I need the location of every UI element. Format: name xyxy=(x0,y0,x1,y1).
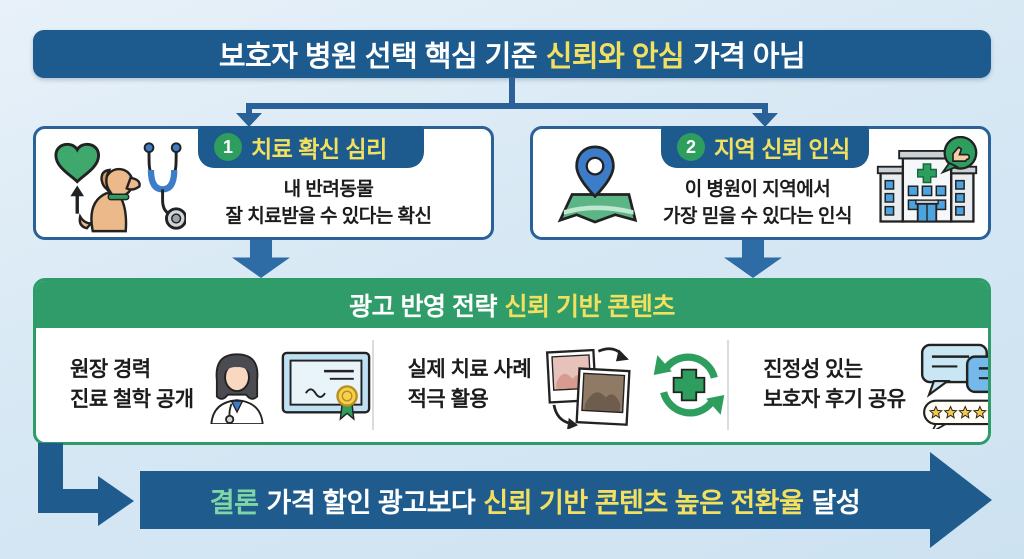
elbow-arrowhead-icon xyxy=(98,476,134,526)
tactic1-label: 원장 경력 진료 철학 공개 xyxy=(70,355,194,416)
conclusion-highlight: 신뢰 기반 콘텐츠 높은 전환율 xyxy=(483,487,804,518)
certificate-icon xyxy=(281,351,370,421)
elbow-connector-horizontal xyxy=(38,489,98,513)
connector-left-arrowhead-icon xyxy=(236,113,262,127)
tactic2-line2: 적극 활용 xyxy=(407,388,489,411)
title-part1: 보호자 병원 선택 핵심 기준 xyxy=(218,41,538,73)
tactic-owner-reviews: 진정성 있는 보호자 후기 공유 xyxy=(729,328,988,442)
column-divider xyxy=(727,340,730,430)
five-star-review-icon xyxy=(922,399,988,429)
factor2-title-pill: 2 지역 신뢰 인식 xyxy=(661,126,869,168)
column-divider xyxy=(371,340,374,430)
connector-right-stub xyxy=(762,103,768,114)
strategy-tactics: 원장 경력 진료 철학 공개 xyxy=(36,328,988,442)
down-arrow-left-icon xyxy=(232,240,290,278)
heart-dog-stethoscope-icon xyxy=(54,142,186,233)
tactic1-line2: 진료 철학 공개 xyxy=(70,388,194,411)
tactic2-line1: 실제 치료 사례 xyxy=(407,357,532,381)
factor2-description: 이 병원이 지역에서 가장 믿을 수 있다는 인식 xyxy=(635,177,880,230)
tactic3-label: 진정성 있는 보호자 후기 공유 xyxy=(763,355,906,416)
treatment-photos-icon xyxy=(546,346,631,429)
factor-box-treatment-confidence: 1 치료 확신 심리 내 반려동물 잘 치료받을 수 있다는 확신 xyxy=(33,126,494,240)
conclusion-part2: 달성 xyxy=(811,487,861,518)
conclusion-label: 결론 xyxy=(209,487,259,518)
connector-left-stub xyxy=(246,103,252,114)
factor-box-local-trust: 2 지역 신뢰 인식 이 병원이 지역에서 가장 믿을 수 있다는 인식 xyxy=(530,126,991,240)
factor1-title-pill: 1 치료 확신 심리 xyxy=(198,126,424,168)
title-banner: 보호자 병원 선택 핵심 기준 신뢰와 안심 가격 아님 xyxy=(33,30,991,78)
strategy-banner: 광고 반영 전략 신뢰 기반 콘텐츠 xyxy=(36,281,988,328)
factor2-number-badge: 2 xyxy=(677,133,705,161)
doctor-icon xyxy=(210,352,264,424)
strategy-highlight: 신뢰 기반 콘텐츠 xyxy=(504,292,676,321)
down-arrow-right-icon xyxy=(724,240,782,278)
connector-stem xyxy=(509,77,515,106)
factor1-title: 치료 확신 심리 xyxy=(251,136,387,162)
hospital-thumbs-up-icon xyxy=(876,136,978,223)
tactic3-line2: 보호자 후기 공유 xyxy=(763,388,906,411)
map-pin-icon xyxy=(557,145,638,224)
tactic2-label: 실제 치료 사례 적극 활용 xyxy=(408,355,532,416)
strategy-box: 광고 반영 전략 신뢰 기반 콘텐츠 원장 경력 진료 철학 공개 xyxy=(33,278,991,445)
conclusion-part1: 가격 할인 광고보다 xyxy=(266,487,476,518)
factor1-number-badge: 1 xyxy=(214,133,242,161)
tactic-director-credentials: 원장 경력 진료 철학 공개 xyxy=(36,328,372,442)
chat-bubble-blue-icon xyxy=(965,355,988,394)
factor1-description: 내 반려동물 잘 치료받을 수 있다는 확신 xyxy=(166,177,491,230)
chat-bubbles-icon xyxy=(920,343,988,429)
connector-right-arrowhead-icon xyxy=(752,113,778,127)
tactic1-line1: 원장 경력 xyxy=(70,357,151,381)
medical-recycle-icon xyxy=(653,353,725,417)
connector-horizontal xyxy=(246,103,768,109)
strategy-part1: 광고 반영 전략 xyxy=(349,292,497,321)
conclusion-arrow: 결론 가격 할인 광고보다 신뢰 기반 콘텐츠 높은 전환율 달성 xyxy=(140,471,930,529)
factor1-desc-line2: 잘 치료받을 수 있다는 확신 xyxy=(225,205,432,227)
conclusion-arrowhead-icon xyxy=(930,452,992,548)
factor2-desc-line1: 이 병원이 지역에서 xyxy=(684,179,831,200)
title-highlight: 신뢰와 안심 xyxy=(545,41,685,73)
tactic3-line1: 진정성 있는 xyxy=(763,357,863,381)
factor1-desc-line1: 내 반려동물 xyxy=(283,179,374,200)
title-part2: 가격 아님 xyxy=(692,41,806,73)
factor2-title: 지역 신뢰 인식 xyxy=(714,136,850,162)
tactic-real-cases: 실제 치료 사례 적극 활용 xyxy=(374,328,728,442)
factor2-desc-line2: 가장 믿을 수 있다는 인식 xyxy=(663,205,852,227)
